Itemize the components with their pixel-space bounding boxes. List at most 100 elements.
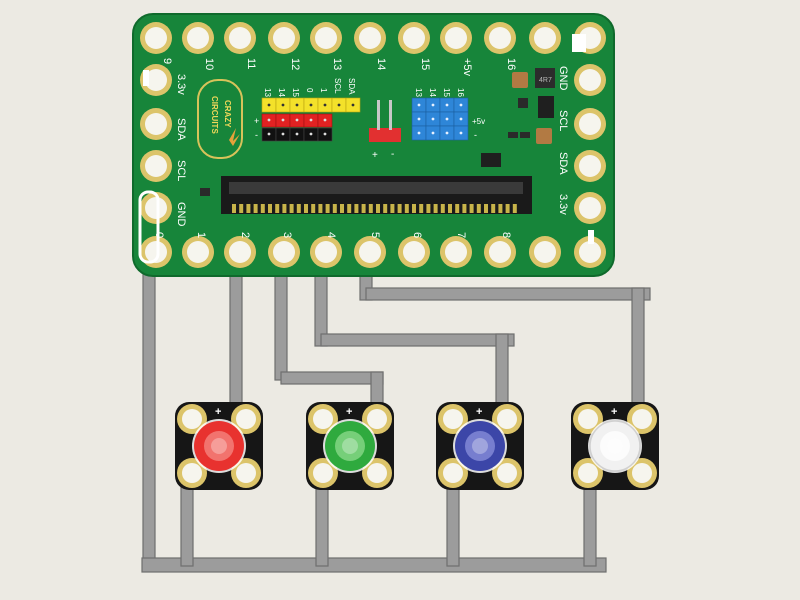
- pin-label-bottom-1: 1: [195, 232, 207, 238]
- pin-label-bottom-7: 7: [455, 232, 467, 238]
- ground-tab-right: [572, 34, 586, 52]
- pin-bottom-5[interactable]: [354, 236, 386, 268]
- capacitor-2: [536, 128, 552, 144]
- header-label-6: SDA: [347, 78, 356, 95]
- pin-top-8[interactable]: [484, 22, 516, 54]
- copper-tape-segment: [142, 245, 156, 567]
- logo-line-2: CIRCUITS: [210, 96, 219, 134]
- led-plus-label: +: [611, 406, 617, 418]
- pin-right-1[interactable]: [574, 108, 606, 140]
- pin-bottom-2[interactable]: [224, 236, 256, 268]
- pin-top-3[interactable]: [268, 22, 300, 54]
- pin-label-right-1: SCL: [557, 110, 569, 131]
- copper-tape-segment: [280, 371, 384, 385]
- blue-voltage-label: +5v: [472, 117, 485, 126]
- ic-chip: [481, 153, 501, 167]
- resistor-2: [520, 132, 530, 138]
- pin-top-1[interactable]: [182, 22, 214, 54]
- pin-top-extra[interactable]: [529, 22, 561, 54]
- pin-top-5[interactable]: [354, 22, 386, 54]
- pin-top-6[interactable]: [398, 22, 430, 54]
- header-plus-label: +: [254, 116, 259, 126]
- pin-label-top-4: 13: [331, 58, 343, 70]
- header-label-3: 0: [305, 88, 314, 93]
- pin-bottom-0[interactable]: [140, 236, 172, 268]
- pin-label-top-5: 14: [375, 58, 387, 70]
- blue-label-0: 13: [414, 88, 423, 97]
- marker-right: [588, 230, 594, 244]
- pin-label-top-0: 9: [161, 58, 173, 64]
- smd-small: [200, 188, 210, 196]
- capacitor: [512, 72, 528, 88]
- header-label-4: 1: [319, 88, 328, 93]
- pin-bottom-9[interactable]: [529, 236, 561, 268]
- pin-bottom-7[interactable]: [440, 236, 472, 268]
- pin-bottom-6[interactable]: [398, 236, 430, 268]
- header-label-5: SCL: [333, 78, 342, 94]
- header-minus-label: -: [255, 130, 258, 140]
- pin-label-top-1: 10: [203, 58, 215, 70]
- pin-label-bottom-0: 0: [153, 232, 165, 238]
- pin-bottom-4[interactable]: [310, 236, 342, 268]
- blue-label-2: 15: [442, 88, 451, 97]
- logo-leaf-icon: [229, 128, 240, 146]
- ground-tab-left: [138, 190, 160, 264]
- power-minus-label: -: [391, 149, 394, 160]
- pin-left-1[interactable]: [140, 108, 172, 140]
- copper-tape-segment: [631, 287, 645, 413]
- led-modules: + + + +: [175, 402, 659, 490]
- pin-right-2[interactable]: [574, 150, 606, 182]
- led-plus-label: +: [476, 406, 482, 418]
- pin-right-bottom[interactable]: [574, 236, 606, 268]
- blue-label-1: 14: [428, 88, 437, 97]
- pin-label-right-0: GND: [557, 66, 569, 91]
- copper-tape-segment: [315, 477, 329, 567]
- pin-label-left-3: GND: [175, 202, 187, 227]
- pin-left-3[interactable]: [140, 192, 172, 224]
- blue-minus-label: -: [474, 130, 477, 140]
- pin-label-right-3: 3.3v: [557, 194, 569, 215]
- pin-label-bottom-3: 3: [281, 232, 293, 238]
- header-label-0: 13: [263, 88, 272, 97]
- led-module-red: +: [175, 402, 263, 490]
- inductor: [535, 68, 555, 88]
- led-plus-label: +: [215, 406, 221, 418]
- pin-label-bottom-2: 2: [239, 232, 251, 238]
- copper-tape-segment: [446, 477, 460, 567]
- edge-connector: [221, 176, 532, 214]
- pin-label-right-2: SDA: [557, 152, 569, 175]
- pin-top-7[interactable]: [440, 22, 472, 54]
- led-plus-label: +: [346, 406, 352, 418]
- pin-top-0[interactable]: [140, 22, 172, 54]
- pin-left-2[interactable]: [140, 150, 172, 182]
- pin-label-top-7: +5v: [461, 58, 473, 77]
- pin-label-left-2: SCL: [175, 160, 187, 181]
- pin-right-3[interactable]: [574, 192, 606, 224]
- led-module-white: +: [571, 402, 659, 490]
- pin-bottom-3[interactable]: [268, 236, 300, 268]
- pin-top-2[interactable]: [224, 22, 256, 54]
- power-plus-label: +: [372, 150, 378, 161]
- copper-tape-segment: [141, 557, 607, 573]
- resistor-1: [508, 132, 518, 138]
- pin-bottom-8[interactable]: [484, 236, 516, 268]
- logo-line-1: CRAZY: [223, 100, 232, 128]
- regulator-chip: [538, 96, 554, 118]
- pin-top-4[interactable]: [310, 22, 342, 54]
- copper-tape-segment: [495, 333, 509, 413]
- pin-label-top-8: 16: [505, 58, 517, 70]
- pin-bottom-1[interactable]: [182, 236, 214, 268]
- pin-right-0[interactable]: [574, 64, 606, 96]
- pin-label-bottom-5: 5: [369, 232, 381, 238]
- header-label-1: 14: [277, 88, 286, 97]
- power-header: + -: [369, 100, 401, 161]
- pin-label-bottom-4: 4: [325, 232, 337, 238]
- header-label-2: 15: [291, 88, 300, 97]
- pin-label-bottom-8: 8: [500, 232, 512, 238]
- pin-label-top-2: 11: [245, 58, 257, 69]
- crazy-circuits-logo: CRAZY CIRCUITS: [197, 79, 243, 159]
